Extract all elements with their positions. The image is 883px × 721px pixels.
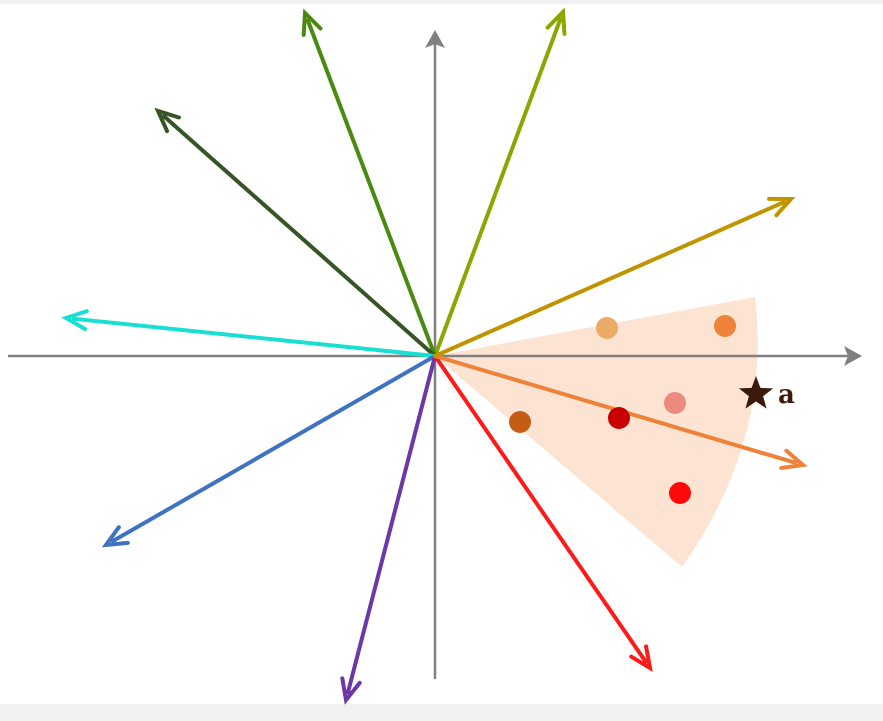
star-marker: a [738,376,795,410]
point-orange [714,315,736,337]
point-pink [664,392,686,414]
vector-green-shaft [305,18,437,358]
vector-purple-shaft [346,354,437,695]
vector-purple-arrowhead [340,676,362,705]
vector-olive-green [433,7,567,358]
vector-olive-green-shaft [433,17,563,358]
vector-dark-green-shaft [161,114,437,358]
vector-green-arrowhead [301,8,323,37]
point-red [669,482,691,504]
vector-orange-arrowhead [779,448,808,470]
point-rust [509,411,531,433]
vector-gold-arrowhead [767,196,796,218]
vector-blue-arrowhead [101,525,130,548]
vector-gold-shaft [433,200,786,358]
vector-cyan-shaft [71,316,437,358]
vector-cyan-arrowhead [61,309,89,332]
points [509,315,736,504]
vector-blue-shaft [110,354,437,544]
x-axis-arrowhead [844,346,862,366]
star-icon [738,376,774,409]
point-light-orange [596,317,618,339]
vector-gold [433,196,796,358]
vector-red [433,354,653,673]
star-label: a [778,380,795,410]
vector-dark-green [154,107,437,358]
vector-blue [101,354,437,548]
vector-red-arrowhead [629,644,653,673]
vector-dark-green-arrowhead [154,107,181,133]
point-dark-red [608,407,630,429]
vector-olive-green-arrowhead [545,7,567,36]
y-axis-arrowhead [425,30,445,48]
vector-purple [340,354,437,705]
vector-red-shaft [433,354,648,664]
vector-cyan [61,309,437,358]
vector-green [301,8,437,358]
